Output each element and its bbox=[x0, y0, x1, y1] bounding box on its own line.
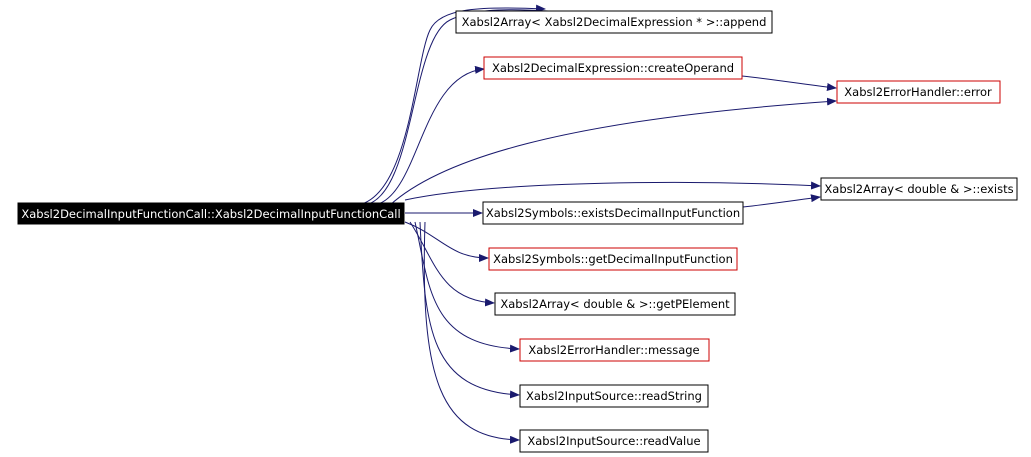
node-append-box bbox=[455, 10, 773, 34]
edge-root-readValue bbox=[423, 221, 520, 444]
node-message-box bbox=[519, 338, 710, 362]
edge-createOperand-error bbox=[741, 75, 837, 91]
node-getDecimalInputFunction[interactable]: Xabsl2Symbols::getDecimalInputFunction bbox=[488, 247, 738, 271]
node-createOperand[interactable]: Xabsl2DecimalExpression::createOperand bbox=[483, 56, 743, 80]
node-exists[interactable]: Xabsl2Array< double & >::exists bbox=[820, 177, 1018, 201]
edge-root-getDecimalInputFunction bbox=[404, 221, 489, 262]
node-root-label: Xabsl2DecimalInputFunctionCall::Xabsl2De… bbox=[21, 207, 400, 221]
node-getPElement-label: Xabsl2Array< double & >::getPElement bbox=[500, 297, 730, 311]
node-error[interactable]: Xabsl2ErrorHandler::error bbox=[836, 80, 1001, 104]
node-append-label: Xabsl2Array< Xabsl2DecimalExpression * >… bbox=[462, 15, 767, 29]
node-getPElement[interactable]: Xabsl2Array< double & >::getPElement bbox=[494, 292, 736, 316]
node-getDecimalInputFunction-label: Xabsl2Symbols::getDecimalInputFunction bbox=[493, 252, 733, 266]
node-root[interactable]: Xabsl2DecimalInputFunctionCall::Xabsl2De… bbox=[17, 202, 405, 225]
node-readValue[interactable]: Xabsl2InputSource::readValue bbox=[519, 429, 709, 453]
node-readValue-label: Xabsl2InputSource::readValue bbox=[527, 434, 700, 448]
edge-existsDecimalInputFunction-exists bbox=[742, 194, 821, 208]
edge-root-readString bbox=[419, 221, 520, 399]
edge-root-exists bbox=[404, 181, 821, 201]
node-getDecimalInputFunction-box bbox=[488, 247, 738, 271]
edge-root-append bbox=[357, 4, 546, 206]
node-append[interactable]: Xabsl2Array< Xabsl2DecimalExpression * >… bbox=[455, 10, 773, 34]
node-createOperand-box bbox=[483, 56, 743, 80]
edge-root-error bbox=[389, 97, 837, 206]
node-existsDecimalInputFunction[interactable]: Xabsl2Symbols::existsDecimalInputFunctio… bbox=[482, 201, 744, 225]
node-exists-label: Xabsl2Array< double & >::exists bbox=[824, 182, 1013, 196]
edge-root-append-2 bbox=[364, 9, 549, 206]
edge-root-message bbox=[414, 221, 520, 353]
node-createOperand-label: Xabsl2DecimalExpression::createOperand bbox=[492, 61, 734, 75]
node-readString[interactable]: Xabsl2InputSource::readString bbox=[519, 384, 709, 408]
edges bbox=[357, 4, 837, 444]
node-root-box bbox=[17, 202, 405, 225]
node-readString-label: Xabsl2InputSource::readString bbox=[526, 389, 702, 403]
edge-root-createOperand bbox=[374, 65, 485, 206]
node-existsDecimalInputFunction-box bbox=[482, 201, 744, 225]
node-readValue-box bbox=[519, 429, 709, 453]
node-message-label: Xabsl2ErrorHandler::message bbox=[528, 343, 699, 357]
node-existsDecimalInputFunction-label: Xabsl2Symbols::existsDecimalInputFunctio… bbox=[486, 206, 740, 220]
node-message[interactable]: Xabsl2ErrorHandler::message bbox=[519, 338, 710, 362]
node-error-box bbox=[836, 80, 1001, 104]
node-exists-box bbox=[820, 177, 1018, 201]
node-readString-box bbox=[519, 384, 709, 408]
node-error-label: Xabsl2ErrorHandler::error bbox=[844, 85, 992, 99]
node-getPElement-box bbox=[494, 292, 736, 316]
